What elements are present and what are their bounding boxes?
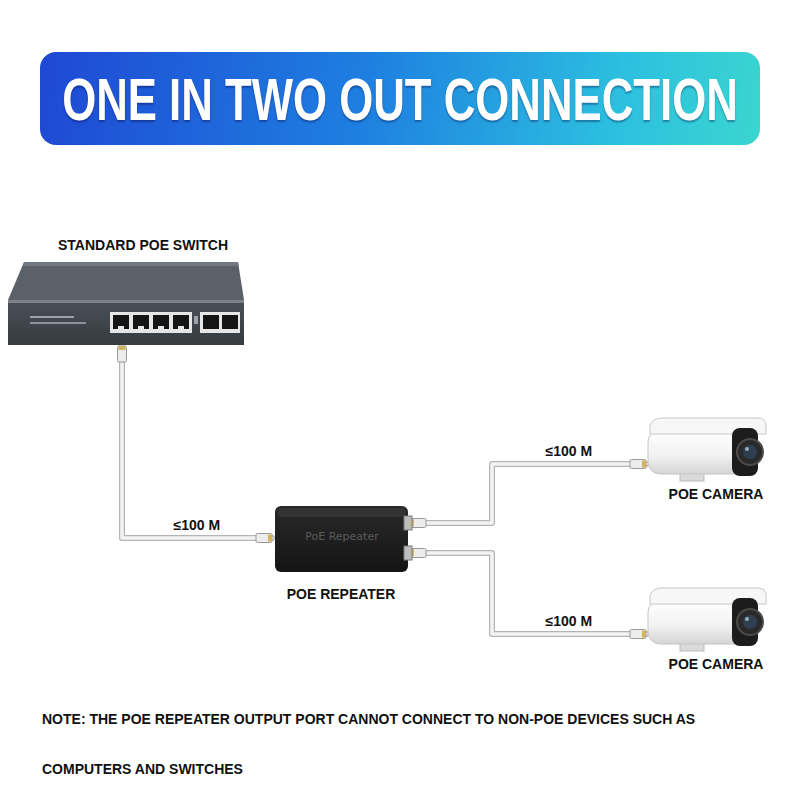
device-print: PoE Repeater — [290, 530, 394, 543]
cable-length-label: ≤100 M — [543, 613, 596, 629]
camera-illustration — [648, 418, 766, 481]
device-heading: STANDARD POE SWITCH — [58, 237, 248, 253]
switch-illustration — [8, 262, 244, 345]
poe-repeater: PoE RepeaterPOE REPEATER — [272, 504, 410, 608]
cable-connector — [410, 553, 646, 634]
rj45-contact — [642, 631, 646, 638]
camera-illustration — [648, 588, 766, 651]
poe-camera: POE CAMERA — [646, 584, 786, 676]
cable-core — [410, 464, 646, 523]
cable-connector — [122, 346, 272, 538]
device-label: POE CAMERA — [646, 656, 786, 672]
cable-length-label: ≤100 M — [171, 517, 224, 533]
rj45-plug — [256, 534, 272, 543]
poe-switch: STANDARD POE SWITCH — [8, 236, 248, 346]
rj45-plug — [118, 346, 127, 362]
poe-camera: POE CAMERA — [646, 414, 786, 506]
rj45-contact — [119, 346, 126, 350]
repeater-illustration — [275, 506, 412, 572]
cable-core — [410, 553, 646, 634]
note-text: NOTE: THE POE REPEATER OUTPUT PORT CANNO… — [42, 694, 762, 794]
cable-connector — [410, 464, 646, 523]
cable-length-label: ≤100 M — [543, 443, 596, 459]
cable-core — [122, 346, 272, 538]
cable-outline — [410, 553, 646, 634]
title-text: ONE IN TWO OUT CONNECTION — [62, 64, 738, 133]
cable-outline — [410, 464, 646, 523]
rj45-contact — [642, 461, 646, 468]
title-banner: ONE IN TWO OUT CONNECTION — [40, 52, 760, 145]
device-label: POE REPEATER — [272, 586, 410, 602]
device-label: POE CAMERA — [646, 486, 786, 502]
rj45-contact — [268, 535, 272, 542]
rj45-plug — [630, 460, 646, 469]
cable-outline — [122, 346, 272, 538]
rj45-plug — [630, 630, 646, 639]
